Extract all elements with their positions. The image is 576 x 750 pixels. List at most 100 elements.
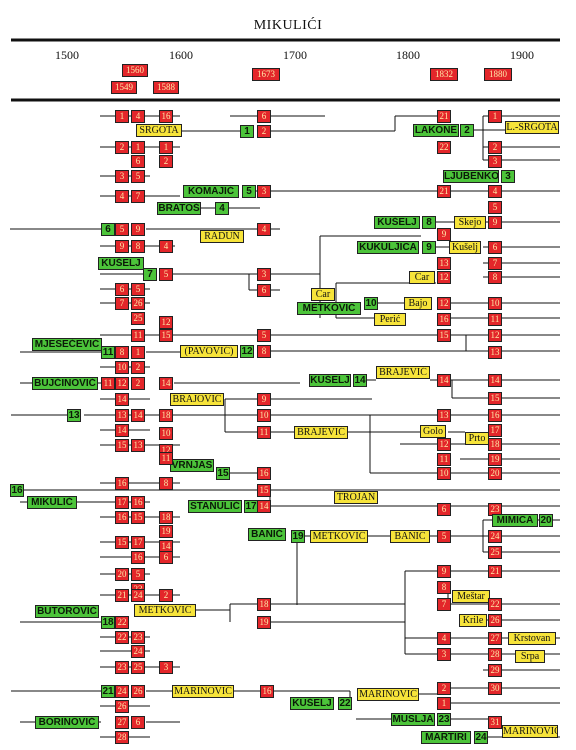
year-label: 1500 — [55, 48, 79, 62]
household-number-box: 26 — [488, 614, 502, 627]
household-number-box: 3 — [488, 155, 502, 168]
household-number-box: 26 — [131, 685, 145, 698]
household-number-box: 7 — [115, 297, 129, 310]
year-label: 1900 — [510, 48, 534, 62]
branch-label-box: 5 — [242, 185, 256, 198]
household-number-box: 22 — [115, 631, 129, 644]
nickname-label-box: MARINOVIĆ — [502, 725, 558, 738]
household-number-box: 25 — [131, 661, 145, 674]
household-number-box: 1 — [131, 346, 145, 359]
household-number-box: 16 — [437, 313, 451, 326]
branch-label-box: LJUBENKO — [443, 170, 499, 183]
branch-label-box: MJESEČEVIĆ — [32, 338, 102, 351]
branch-label-box: KUŠELJ — [374, 216, 420, 229]
nickname-label-box: Srpa — [515, 650, 545, 663]
household-number-box: 11 — [257, 426, 271, 439]
household-number-box: 16 — [488, 409, 502, 422]
household-number-box: 5 — [131, 170, 145, 183]
household-number-box: 30 — [488, 682, 502, 695]
household-number-box: 10 — [257, 409, 271, 422]
household-number-box: 6 — [437, 503, 451, 516]
household-number-box: 4 — [159, 240, 173, 253]
household-number-box: 4 — [131, 110, 145, 123]
household-number-box: 13 — [437, 409, 451, 422]
branch-label-box: 3 — [501, 170, 515, 183]
household-number-box: 9 — [115, 240, 129, 253]
household-number-box: 21 — [437, 185, 451, 198]
household-number-box: 2 — [257, 125, 271, 138]
household-number-box: 14 — [437, 374, 451, 387]
branch-label-box: 11 — [101, 346, 115, 359]
household-number-box: 5 — [437, 530, 451, 543]
household-number-box: 27 — [488, 632, 502, 645]
nickname-label-box: RADUN — [200, 230, 244, 243]
household-number-box: 28 — [115, 731, 129, 744]
branch-label-box: MIKULIĆ — [27, 496, 77, 509]
branch-label-box: 20 — [539, 514, 553, 527]
household-number-box: 6 — [257, 284, 271, 297]
nickname-label-box: BANIĆ — [390, 530, 430, 543]
household-number-box: 8 — [257, 345, 271, 358]
household-number-box: 3 — [257, 185, 271, 198]
household-number-box: 12 — [488, 329, 502, 342]
household-number-box: 15 — [131, 511, 145, 524]
household-number-box: 8 — [131, 240, 145, 253]
nickname-label-box: L.-SRGOTA — [505, 121, 559, 134]
household-number-box: 9 — [437, 565, 451, 578]
branch-label-box: METKOVIĆ — [297, 302, 361, 315]
nickname-label-box: Kušelj — [449, 241, 481, 254]
household-number-box: 18 — [159, 511, 173, 524]
household-number-box: 26 — [131, 297, 145, 310]
branch-label-box: 1 — [240, 125, 254, 138]
branch-label-box: KUŠELJ — [309, 374, 351, 387]
household-number-box: 20 — [115, 568, 129, 581]
household-number-box: 11 — [437, 453, 451, 466]
household-number-box: 16 — [131, 496, 145, 509]
branch-label-box: 17 — [244, 500, 258, 513]
household-number-box: 11 — [131, 329, 145, 342]
household-number-box: 2 — [115, 141, 129, 154]
household-number-box: 14 — [115, 424, 129, 437]
household-number-box: 12 — [115, 377, 129, 390]
branch-label-box: BRATOŠ — [157, 202, 201, 215]
branch-label-box: BANIĆ — [248, 528, 286, 541]
nickname-label-box: MARINOVIĆ — [357, 688, 419, 701]
household-number-box: 16 — [115, 511, 129, 524]
branch-label-box: 21 — [101, 685, 115, 698]
household-number-box: 12 — [437, 438, 451, 451]
household-number-box: 8 — [488, 271, 502, 284]
household-number-box: 17 — [131, 536, 145, 549]
household-number-box: 22 — [437, 141, 451, 154]
household-number-box: 2 — [131, 377, 145, 390]
household-number-box: 14 — [131, 409, 145, 422]
household-number-box: 21 — [115, 589, 129, 602]
household-number-box: 5 — [257, 329, 271, 342]
household-number-box: 16 — [260, 685, 274, 698]
household-number-box: 21 — [437, 110, 451, 123]
branch-label-box: 23 — [437, 713, 451, 726]
branch-label-box: 8 — [422, 216, 436, 229]
branch-label-box: BUTOROVIĆ — [35, 605, 99, 618]
household-number-box: 2 — [159, 589, 173, 602]
nickname-label-box: Bajo — [404, 297, 432, 310]
nickname-label-box: BRAJEVIĆ — [294, 426, 348, 439]
household-number-box: 14 — [159, 377, 173, 390]
branch-label-box: 4 — [215, 202, 229, 215]
branch-label-box: 9 — [422, 241, 436, 254]
branch-label-box: BUJČINOVIĆ — [32, 377, 98, 390]
household-number-box: 13 — [115, 409, 129, 422]
branch-label-box: 14 — [353, 374, 367, 387]
household-number-box: 6 — [131, 155, 145, 168]
year-label: 1600 — [169, 48, 193, 62]
branch-label-box: 18 — [101, 616, 115, 629]
household-number-box: 9 — [131, 223, 145, 236]
household-number-box: 5 — [159, 268, 173, 281]
household-number-box: 5 — [115, 223, 129, 236]
nickname-label-box: BRAJOVIĆ — [170, 393, 224, 406]
nickname-label-box: METKOVIĆ — [134, 604, 196, 617]
household-number-box: 12 — [437, 271, 451, 284]
household-number-box: 25 — [488, 546, 502, 559]
nickname-label-box: Car — [409, 271, 435, 284]
household-number-box: 15 — [115, 536, 129, 549]
